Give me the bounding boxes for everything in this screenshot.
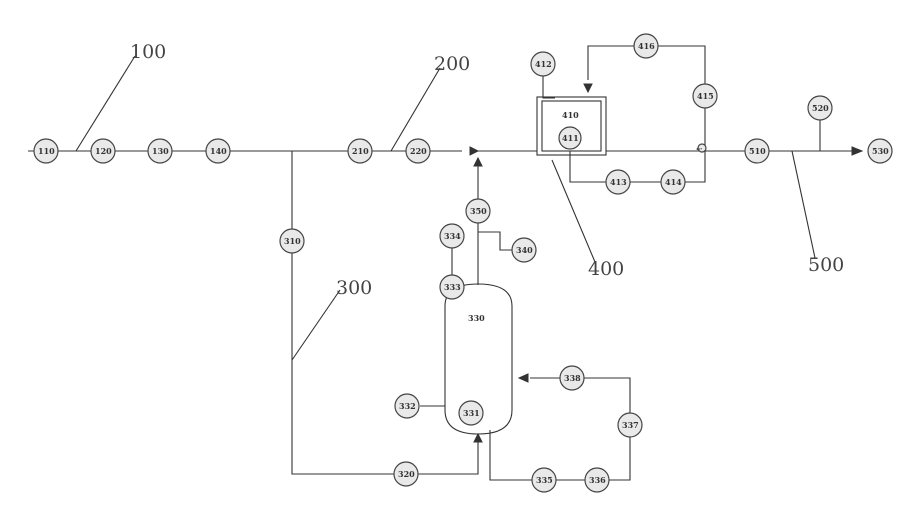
node-331: 331 xyxy=(459,401,483,425)
node-110-label: 110 xyxy=(38,146,55,156)
node-411: 411 xyxy=(559,127,581,149)
node-530: 530 xyxy=(868,139,892,163)
leader-200 xyxy=(391,68,440,151)
loop-413-414-line xyxy=(570,151,705,182)
node-510: 510 xyxy=(745,139,769,163)
node-411-label: 411 xyxy=(562,133,579,143)
node-338-label: 338 xyxy=(564,373,581,383)
ref-400: 400 xyxy=(588,258,624,280)
node-320: 320 xyxy=(394,462,418,486)
arrow-to-530 xyxy=(852,147,862,155)
node-332-label: 332 xyxy=(399,401,416,411)
node-140: 140 xyxy=(206,139,230,163)
arrow-into-vessel-side xyxy=(519,374,528,382)
node-417-label: 417 xyxy=(696,147,702,151)
node-337: 337 xyxy=(618,413,642,437)
node-130-label: 130 xyxy=(152,146,169,156)
ref-200: 200 xyxy=(434,53,470,75)
node-335: 335 xyxy=(532,468,556,492)
node-416: 416 xyxy=(634,34,658,58)
node-332: 332 xyxy=(395,394,419,418)
branch-340-line xyxy=(478,232,512,250)
arrow-up-into-vessel xyxy=(474,434,482,442)
vessel-330-label: 330 xyxy=(468,313,485,323)
leader-300 xyxy=(292,290,340,360)
node-510-label: 510 xyxy=(749,146,766,156)
node-350-label: 350 xyxy=(470,206,487,216)
node-110: 110 xyxy=(34,139,58,163)
flow-arrows xyxy=(470,84,862,442)
recirc-loop-line xyxy=(490,378,630,480)
node-140-label: 140 xyxy=(210,146,227,156)
node-520: 520 xyxy=(808,96,832,120)
ref-500: 500 xyxy=(808,254,844,276)
ref-100: 100 xyxy=(130,41,166,63)
node-413: 413 xyxy=(606,170,630,194)
node-414: 414 xyxy=(661,170,685,194)
node-416-label: 416 xyxy=(638,41,655,51)
node-334: 334 xyxy=(440,224,464,248)
node-130: 130 xyxy=(148,139,172,163)
arrow-up-to-main xyxy=(474,158,482,166)
arrow-down-into-box xyxy=(584,84,592,92)
box-410-label: 410 xyxy=(562,110,579,120)
node-331-label: 331 xyxy=(463,408,480,418)
node-417: 417 xyxy=(696,144,706,152)
node-412-label: 412 xyxy=(535,59,552,69)
node-210-label: 210 xyxy=(352,146,369,156)
node-337-label: 337 xyxy=(622,420,639,430)
link-412 xyxy=(543,74,555,98)
node-415: 415 xyxy=(693,84,717,108)
node-336-label: 336 xyxy=(589,475,606,485)
leader-100 xyxy=(76,56,135,151)
node-310-label: 310 xyxy=(284,236,301,246)
node-310: 310 xyxy=(280,229,304,253)
node-336: 336 xyxy=(585,468,609,492)
leader-500 xyxy=(792,151,815,258)
ref-300: 300 xyxy=(336,277,372,299)
node-220-label: 220 xyxy=(410,146,427,156)
node-338: 338 xyxy=(560,366,584,390)
node-320-label: 320 xyxy=(398,469,415,479)
arrow-main-into-junction xyxy=(470,147,478,155)
node-340-label: 340 xyxy=(516,245,533,255)
node-520-label: 520 xyxy=(812,103,829,113)
node-530-label: 530 xyxy=(872,146,889,156)
node-335-label: 335 xyxy=(536,475,553,485)
node-210: 210 xyxy=(348,139,372,163)
node-120-label: 120 xyxy=(95,146,112,156)
node-334-label: 334 xyxy=(444,231,461,241)
node-333: 333 xyxy=(440,275,464,299)
node-350: 350 xyxy=(466,199,490,223)
node-340: 340 xyxy=(512,238,536,262)
node-415-label: 415 xyxy=(697,91,714,101)
node-414-label: 414 xyxy=(665,177,682,187)
reference-numbers: 100 200 300 400 500 xyxy=(130,41,844,299)
node-413-label: 413 xyxy=(610,177,627,187)
node-412: 412 xyxy=(531,52,555,76)
node-220: 220 xyxy=(406,139,430,163)
leader-400 xyxy=(552,160,595,262)
node-333-label: 333 xyxy=(444,282,461,292)
node-120: 120 xyxy=(91,139,115,163)
